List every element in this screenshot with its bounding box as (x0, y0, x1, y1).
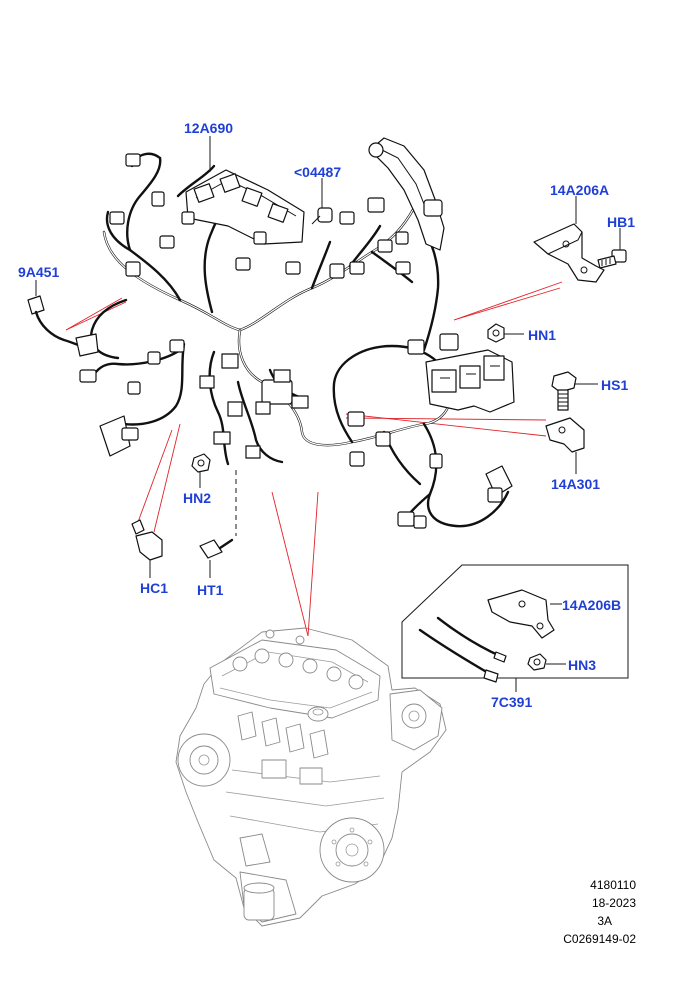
bracket-14A206A (533, 223, 605, 283)
bracket-14A301 (545, 417, 585, 453)
callout-HS1[interactable]: HS1 (601, 377, 629, 393)
callout-7C391[interactable]: 7C391 (491, 694, 533, 710)
bolt-HB1 (597, 249, 627, 269)
nut-HN1 (487, 323, 505, 343)
nut-HN2 (191, 453, 211, 473)
cam-lobes (232, 629, 364, 690)
footer-line-3: 3A (597, 914, 612, 928)
callout-HN1[interactable]: HN1 (528, 327, 557, 343)
callout-14A301[interactable]: 14A301 (551, 476, 601, 492)
callout-HC1[interactable]: HC1 (140, 580, 169, 596)
sensor-9A451 (27, 295, 99, 357)
harness-connectors (79, 137, 515, 529)
callout-04487[interactable]: <04487 (294, 164, 342, 180)
clip-HC1 (131, 519, 163, 561)
callout-14A206A[interactable]: 14A206A (550, 182, 610, 198)
engine-block-illustration (175, 627, 447, 927)
callout-HB1[interactable]: HB1 (607, 214, 636, 230)
footer-line-1: 4180110 (590, 878, 636, 892)
red-leader-lines (65, 281, 563, 637)
footer-line-2: 18-2023 (591, 896, 636, 910)
footer-line-4: C0269149-02 (563, 932, 636, 946)
callout-12A690[interactable]: 12A690 (184, 120, 234, 136)
callout-leaders (35, 136, 621, 665)
connector-HT1 (199, 470, 237, 559)
callout-9A451[interactable]: 9A451 (18, 264, 60, 280)
callout-HN2[interactable]: HN2 (183, 490, 212, 506)
callout-HT1[interactable]: HT1 (197, 582, 224, 598)
callout-HN3[interactable]: HN3 (568, 657, 597, 673)
kit-box-7C391 (401, 564, 629, 692)
callout-14A206B[interactable]: 14A206B (562, 597, 622, 613)
stud-HS1 (551, 371, 577, 411)
